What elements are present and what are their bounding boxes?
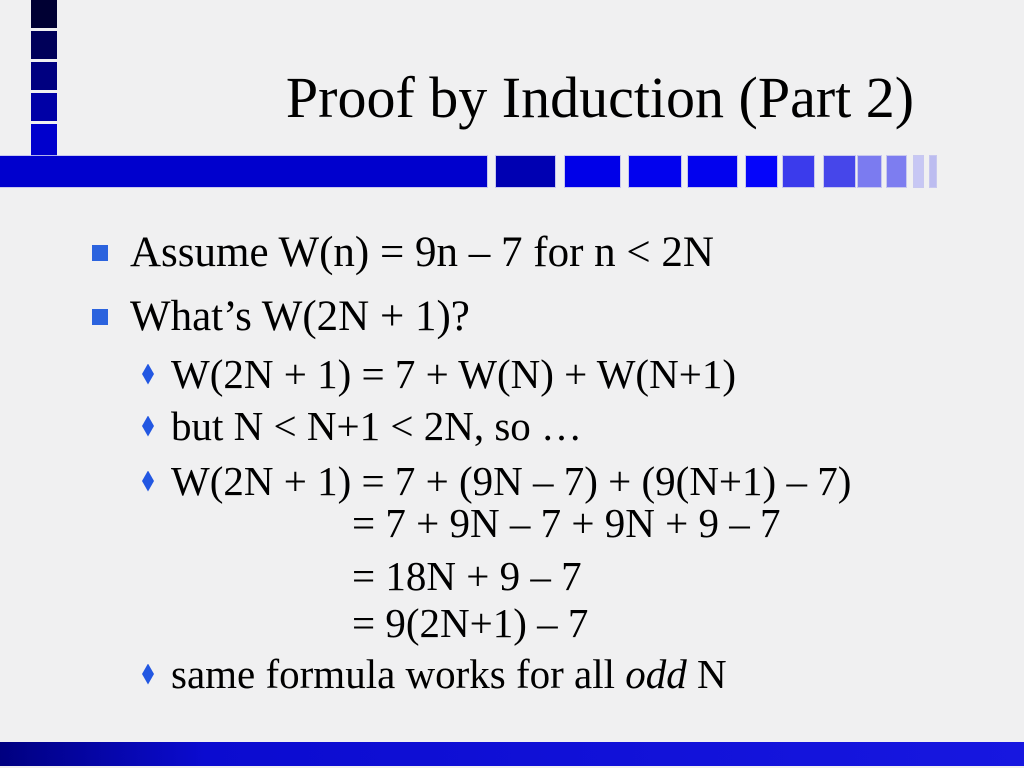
bullet-item-2: What’s W(2N + 1)?	[92, 291, 470, 343]
bullet-text: W(2N + 1) = 7 + W(N) + W(N+1)	[171, 351, 736, 397]
bullet-text-post: N	[686, 651, 727, 697]
bullet-text: Assume W(n) = 9n – 7 for n < 2N	[130, 229, 714, 276]
diamond-bullet-icon	[142, 663, 154, 685]
top-left-gradient-strip	[31, 0, 57, 156]
sub-bullet-item-2: but N < N+1 < 2N, so …	[142, 401, 582, 451]
bullet-text-pre: same formula works for all	[171, 651, 626, 697]
equation-line-2: = 18N + 9 – 7	[352, 553, 582, 599]
diamond-bullet-icon	[142, 415, 154, 437]
diamond-bullet-icon	[142, 363, 154, 385]
bullet-text-italic: odd	[625, 651, 687, 697]
square-bullet-icon	[92, 309, 108, 325]
equation-line-1: = 7 + 9N – 7 + 9N + 9 – 7	[352, 500, 781, 546]
sub-bullet-item-4: same formula works for all odd N	[142, 649, 727, 699]
bullet-text: What’s W(2N + 1)?	[130, 293, 470, 340]
bullet-text: W(2N + 1) = 7 + (9N – 7) + (9(N+1) – 7)	[171, 458, 852, 504]
bullet-item-1: Assume W(n) = 9n – 7 for n < 2N	[92, 227, 714, 279]
equation-line-3: = 9(2N+1) – 7	[352, 600, 589, 646]
bullet-text: same formula works for all odd N	[171, 649, 727, 699]
sub-bullet-item-3: W(2N + 1) = 7 + (9N – 7) + (9(N+1) – 7)	[142, 456, 851, 506]
sub-bullet-item-1: W(2N + 1) = 7 + W(N) + W(N+1)	[142, 349, 736, 399]
page-title: Proof by Induction (Part 2)	[285, 65, 915, 130]
bottom-border-bar	[0, 742, 1024, 766]
bullet-text: but N < N+1 < 2N, so …	[171, 403, 583, 449]
diamond-bullet-icon	[142, 470, 154, 492]
square-bullet-icon	[92, 245, 108, 261]
title-divider-band	[0, 155, 1024, 188]
